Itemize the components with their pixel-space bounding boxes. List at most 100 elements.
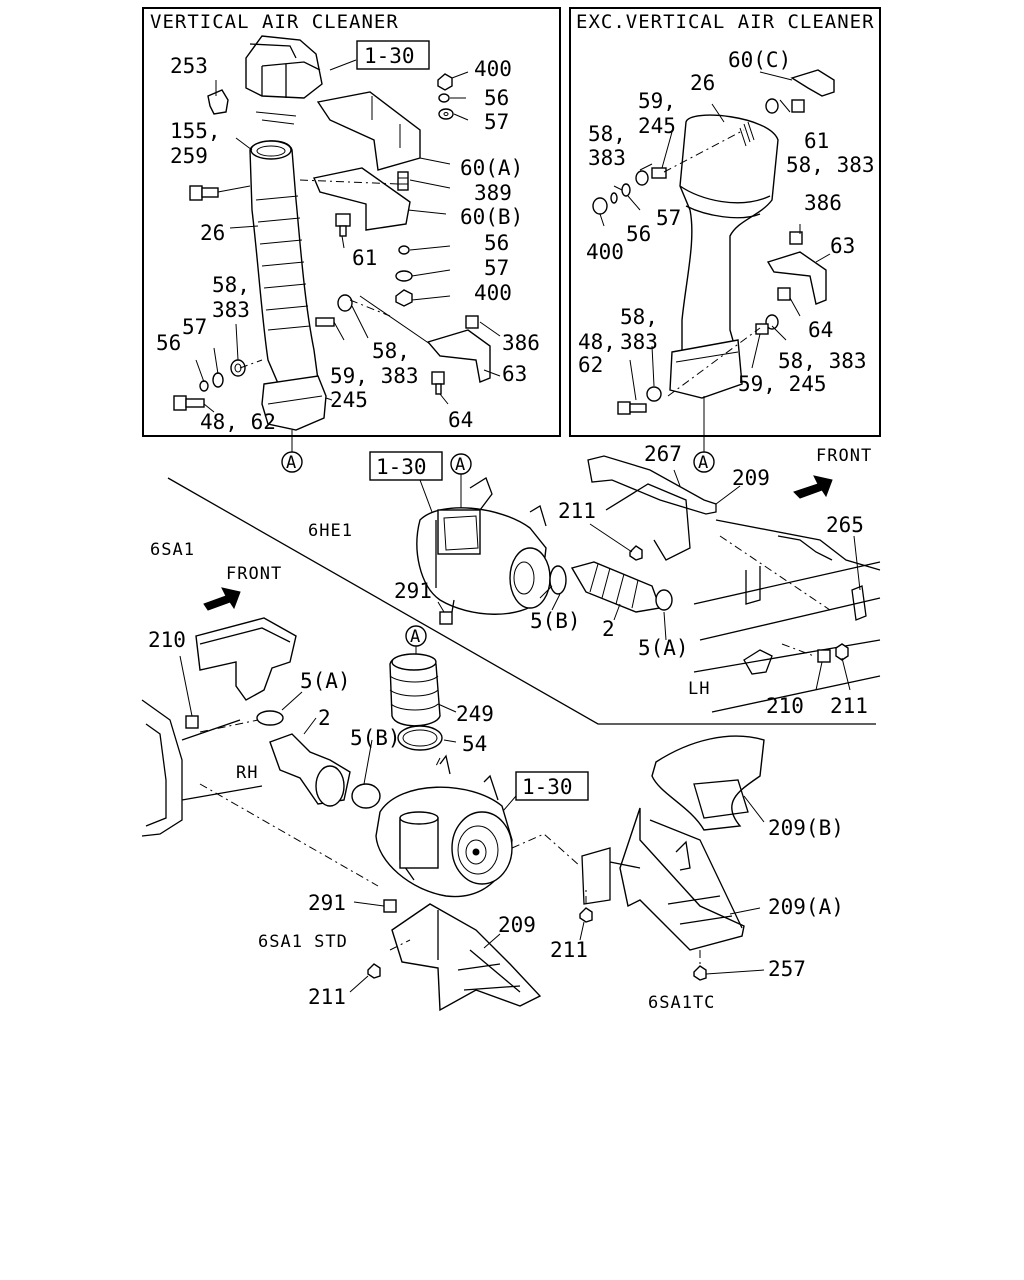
callout-400: 400 (474, 57, 512, 81)
callout-209b: 209(B) (768, 816, 844, 840)
ref-box-mid (369, 451, 443, 481)
callout-63r: 63 (830, 234, 855, 258)
nut-211-mid (835, 643, 849, 661)
callout-26r: 26 (690, 71, 715, 95)
callout-57c: 57 (484, 256, 509, 280)
ref-label-mid: 1-30 (376, 455, 427, 479)
ref-label-lower: 1-30 (522, 775, 573, 799)
callout-64r: 64 (808, 318, 833, 342)
ref-circle-a-right: A (693, 451, 715, 473)
section-label-6sa1tc: 6SA1TC (648, 993, 715, 1013)
bolt-48r (617, 401, 647, 415)
callout-249: 249 (456, 702, 494, 726)
bolt-64r (777, 287, 791, 301)
callout-267: 267 (644, 442, 682, 466)
callout-26: 26 (200, 221, 225, 245)
bolt-4862 (173, 395, 205, 411)
callout-58: 58, (212, 273, 250, 297)
bolt-210-mid (817, 649, 831, 663)
nut-211-top (629, 545, 643, 561)
bolt-386r (789, 231, 803, 245)
bolt-61r (791, 99, 805, 113)
bracket-63r (766, 251, 827, 305)
section-divider (167, 477, 876, 725)
section-label-6he1: 6HE1 (308, 521, 353, 541)
callout-61r: 61 (804, 129, 829, 153)
ref-box-lower (515, 771, 589, 801)
bolt-291-lower (383, 899, 397, 913)
callout-2-lower: 2 (318, 706, 331, 730)
panel-frame (142, 7, 561, 437)
callout-257: 257 (768, 957, 806, 981)
callout-383r2: 383 (620, 330, 658, 354)
bracket-209-lower (391, 903, 542, 1012)
bolt-155 (189, 185, 219, 201)
front-label-upper: FRONT (816, 446, 872, 466)
ref-circle-a: A (281, 451, 303, 473)
section-6he1: 6HE1 FRONT 1-30 A (308, 442, 881, 718)
callout-56b: 56 (484, 86, 509, 110)
nut-211-lower-a (579, 907, 593, 923)
panel-exc-vertical-air-cleaner: EXC.VERTICAL AIR CLEANER 60(C) 26 (569, 7, 881, 437)
washer-56 (438, 93, 450, 103)
callout-211-lower-a: 211 (550, 938, 588, 962)
callout-211-lower-b: 211 (308, 985, 346, 1009)
callout-209: 209 (732, 466, 770, 490)
intake-duct-26-right (669, 114, 779, 399)
ref-circle-a-mid: A (450, 453, 472, 475)
bracket-60a (316, 91, 421, 171)
clip-253 (207, 89, 229, 115)
callout-291-lower: 291 (308, 891, 346, 915)
panel-frame (569, 7, 881, 437)
callout-245: 245 (330, 388, 368, 412)
callout-259: 259 (170, 144, 208, 168)
panel-title: EXC.VERTICAL AIR CLEANER (576, 11, 875, 33)
hose-2-mid (570, 561, 661, 613)
front-label-lower: FRONT (226, 564, 282, 584)
callout-57: 57 (182, 315, 207, 339)
callout-2: 2 (602, 617, 615, 641)
callout-5b-lower: 5(B) (350, 726, 401, 750)
bolt-291-mid (439, 611, 453, 625)
pin-59r2 (755, 323, 769, 335)
air-cleaner-6sa1 (375, 754, 513, 898)
callout-58r2: 58, (620, 305, 658, 329)
bracket-209a (619, 807, 745, 951)
callout-56r: 56 (626, 222, 651, 246)
callout-5a-lower: 5(A) (300, 669, 351, 693)
nut-400 (437, 73, 453, 91)
callout-210: 210 (766, 694, 804, 718)
callout-210-lower: 210 (148, 628, 186, 652)
callout-57r: 57 (656, 206, 681, 230)
callout-60b: 60(B) (460, 205, 523, 229)
callout-58b: 58, (372, 339, 410, 363)
callout-63: 63 (502, 362, 527, 386)
callout-59-383: 59, 383 (330, 364, 419, 388)
callout-48r: 48, (578, 330, 616, 354)
grommet-58r2 (635, 170, 649, 186)
air-cleaner-6he1 (416, 477, 551, 615)
grommet-58r (765, 98, 779, 114)
clamp-5b-lower (351, 783, 381, 809)
bracket-60c (790, 69, 835, 97)
ref-circle-a-lower: A (405, 625, 427, 647)
callout-265: 265 (826, 513, 864, 537)
nut-257 (693, 965, 707, 981)
ref-label: 1-30 (364, 44, 415, 68)
washer-57c (212, 372, 224, 388)
callout-62r: 62 (578, 353, 603, 377)
callout-389: 389 (474, 181, 512, 205)
callout-209a: 209(A) (768, 895, 844, 919)
bolt-61 (335, 213, 351, 237)
callout-5a: 5(A) (638, 636, 689, 660)
front-arrow-upper-icon (793, 475, 833, 499)
callout-291: 291 (394, 579, 432, 603)
washer-56b (398, 245, 410, 255)
callout-253: 253 (170, 54, 208, 78)
callout-58r: 58, (588, 122, 626, 146)
callout-56: 56 (156, 331, 181, 355)
washer-57 (438, 108, 454, 120)
callout-155: 155, (170, 119, 221, 143)
stud-389 (397, 171, 409, 191)
